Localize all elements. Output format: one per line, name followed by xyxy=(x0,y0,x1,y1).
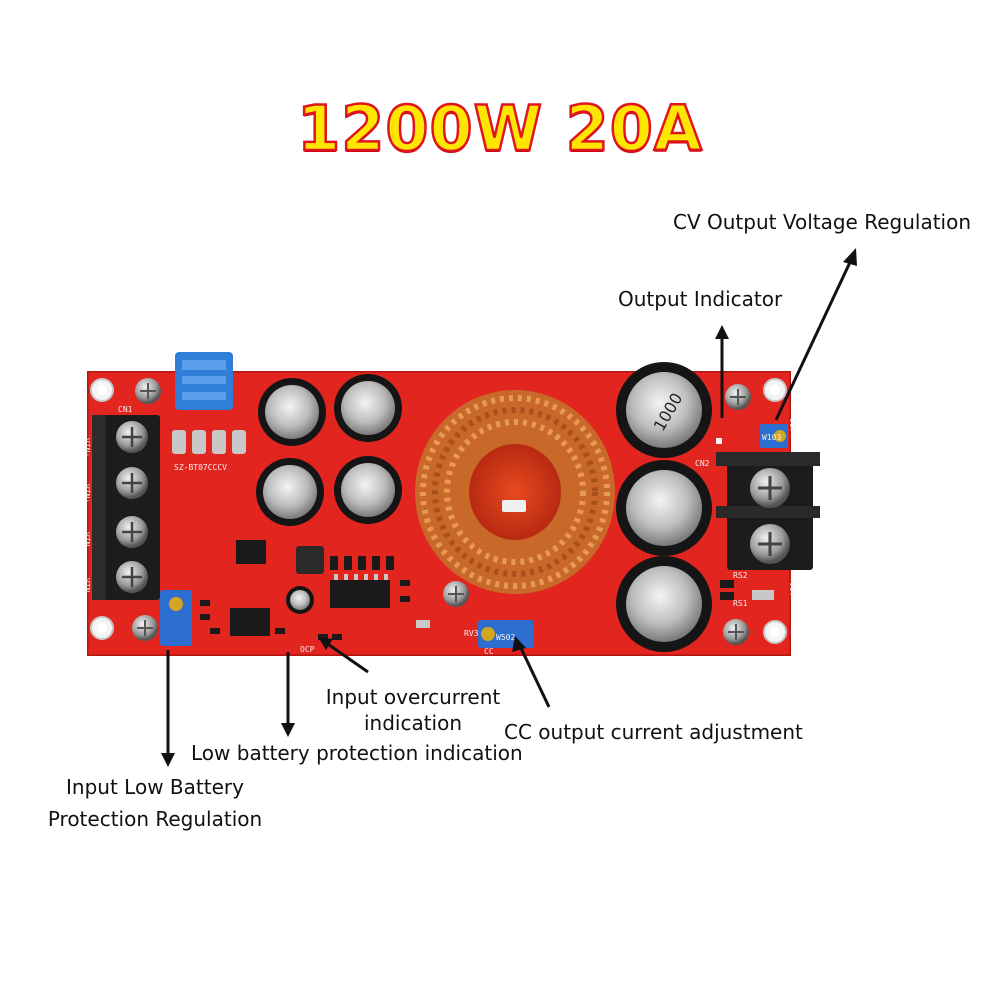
screw xyxy=(132,615,158,641)
silk-model: SZ-BT07CCCV xyxy=(174,463,227,472)
screw xyxy=(443,581,469,607)
silk-vin-plus: VIN+ xyxy=(82,484,91,503)
capacitor xyxy=(616,362,712,458)
silk-cn1: CN1 xyxy=(118,405,133,414)
toroidal-inductor xyxy=(415,390,615,594)
label-cc-output-current-adjustment: CC output current adjustment xyxy=(504,720,803,744)
inductor-small xyxy=(296,546,324,574)
arrow-output-indicator xyxy=(715,325,729,418)
label-input-overcurrent-line2: indication xyxy=(363,711,463,735)
screw xyxy=(725,384,751,410)
silk-pot-code: W502 xyxy=(496,633,515,642)
arrow-cv-output xyxy=(774,248,857,421)
silk-out-minus: OUT- xyxy=(788,582,797,601)
capacitor xyxy=(258,378,326,446)
arrow-cc-output xyxy=(512,636,551,708)
silk-vin-plus: VIN+ xyxy=(82,438,91,457)
silk-cn2: CN2 xyxy=(695,459,710,468)
screw xyxy=(135,378,161,404)
ic-chip xyxy=(230,608,270,636)
capacitor xyxy=(616,556,712,652)
ic-chip xyxy=(330,574,390,608)
capacitor xyxy=(256,458,324,526)
connector-pads xyxy=(172,430,246,454)
smd-components xyxy=(200,556,774,640)
mounting-hole xyxy=(763,620,787,644)
capacitor-small xyxy=(286,586,314,614)
product-title: 1200W 20A xyxy=(296,91,703,167)
arrow-low-battery xyxy=(281,652,295,737)
label-input-overcurrent-line1: Input overcurrent xyxy=(325,685,501,709)
low-battery-potentiometer xyxy=(160,590,192,646)
screw xyxy=(723,619,749,645)
label-cv-output-voltage-regulation: CV Output Voltage Regulation xyxy=(673,210,972,234)
blade-fuse xyxy=(175,352,233,410)
silk-vin-minus: VIN- xyxy=(82,578,91,597)
ic-chip xyxy=(236,540,266,564)
silk-vin-minus: VIN- xyxy=(82,532,91,551)
input-terminal-block xyxy=(92,415,160,600)
capacitor xyxy=(334,374,402,442)
capacitor xyxy=(616,460,712,556)
arrow-input-low-battery xyxy=(161,650,175,767)
led-indicator xyxy=(716,438,722,444)
label-output-indicator: Output Indicator xyxy=(618,287,783,311)
silk-rs2: RS2 xyxy=(733,571,748,580)
cc-potentiometer xyxy=(478,620,534,648)
mounting-hole xyxy=(90,616,114,640)
silk-cc: CC xyxy=(484,647,494,656)
silk-pot-code-cv: W103 xyxy=(762,433,781,442)
arrow-input-overcurrent xyxy=(318,637,369,674)
label-input-low-battery-line2: Protection Regulation xyxy=(47,807,263,831)
capacitor xyxy=(334,456,402,524)
mounting-hole xyxy=(90,378,114,402)
silk-rv3: RV3 xyxy=(464,629,479,638)
label-input-overcurrent: Input overcurrent indication xyxy=(318,685,508,735)
label-low-battery-protection-indication: Low battery protection indication xyxy=(191,741,523,765)
label-input-low-battery-regulation: Input Low Battery Protection Regulation xyxy=(40,771,270,835)
silk-out-plus: OUT+ xyxy=(788,418,797,437)
silk-ocp: OCP xyxy=(300,645,315,654)
mounting-hole xyxy=(763,378,787,402)
silk-rs1: RS1 xyxy=(733,599,748,608)
output-terminal-block xyxy=(716,452,820,570)
label-input-low-battery-line1: Input Low Battery xyxy=(66,775,244,799)
cv-potentiometer xyxy=(760,424,788,448)
